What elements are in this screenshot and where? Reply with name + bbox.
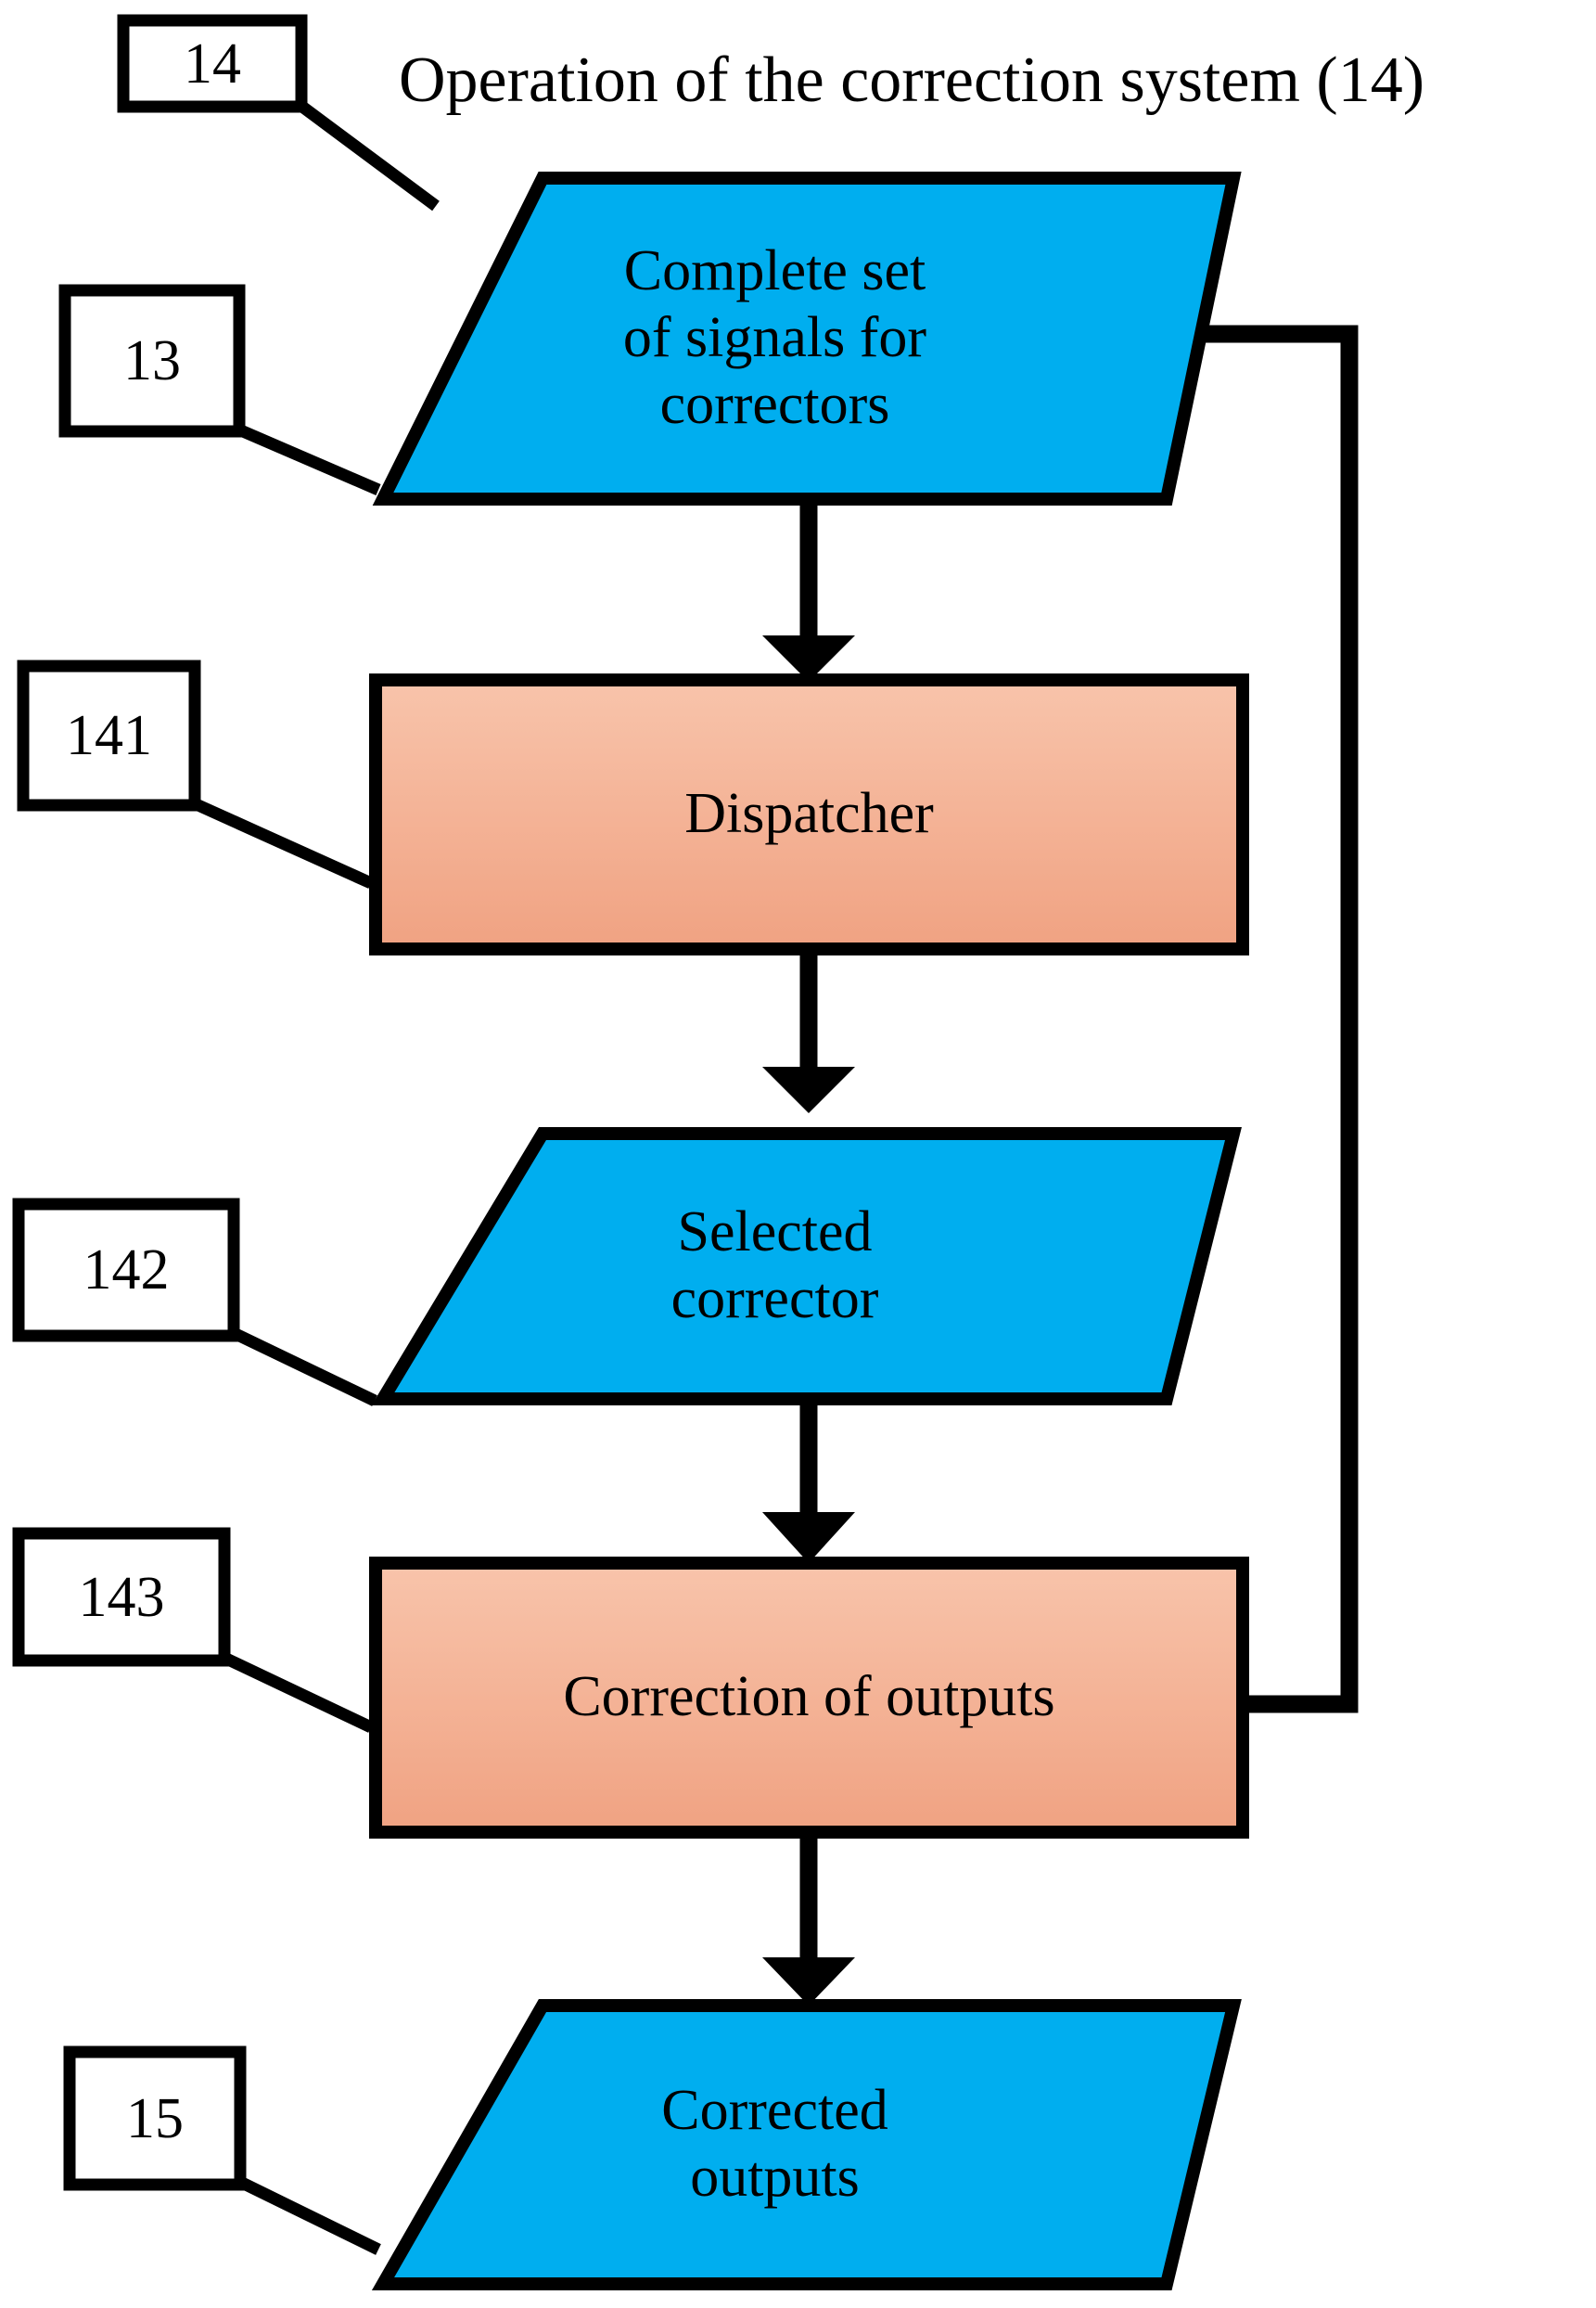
leader-line-13 (234, 423, 381, 495)
leader-line-141 (189, 797, 374, 889)
node-shape-corrected-outputs[interactable] (371, 1999, 1242, 2290)
diagram-title: Operation of the correction system (14) (399, 45, 1425, 116)
reference-label-141: 141 (66, 704, 152, 767)
reference-label-15: 15 (126, 2086, 184, 2150)
leader-lines (189, 98, 440, 2255)
ref-box-13 (58, 284, 246, 438)
edge-142-to-143 (762, 1405, 855, 1563)
reference-label-13: 13 (123, 329, 181, 392)
reference-label-14: 14 (184, 32, 241, 96)
reference-label-boxes (12, 14, 308, 2191)
node-shape-selected-corrector[interactable] (371, 1127, 1242, 1405)
node-shape-correction-of-outputs[interactable] (369, 1557, 1249, 1839)
edge-141-to-142 (762, 955, 855, 1113)
ref-box-15 (63, 2045, 247, 2191)
ref-box-141 (17, 660, 201, 812)
leader-line-14 (295, 98, 440, 212)
leader-line-143 (222, 1652, 374, 1733)
edge-13-to-141 (762, 506, 855, 682)
edge-feedback-13-to-143 (1167, 325, 1359, 1750)
node-shape-complete-set-of-signals[interactable] (372, 172, 1242, 506)
node-shape-dispatcher[interactable] (369, 673, 1249, 955)
reference-label-142: 142 (83, 1238, 170, 1301)
reference-label-143: 143 (78, 1565, 165, 1629)
leader-line-142 (231, 1327, 377, 1406)
leader-line-15 (237, 2176, 381, 2255)
ref-box-14 (117, 14, 308, 113)
ref-box-142 (12, 1198, 240, 1342)
ref-box-143 (12, 1527, 231, 1667)
edge-143-to-15 (762, 1839, 855, 2006)
